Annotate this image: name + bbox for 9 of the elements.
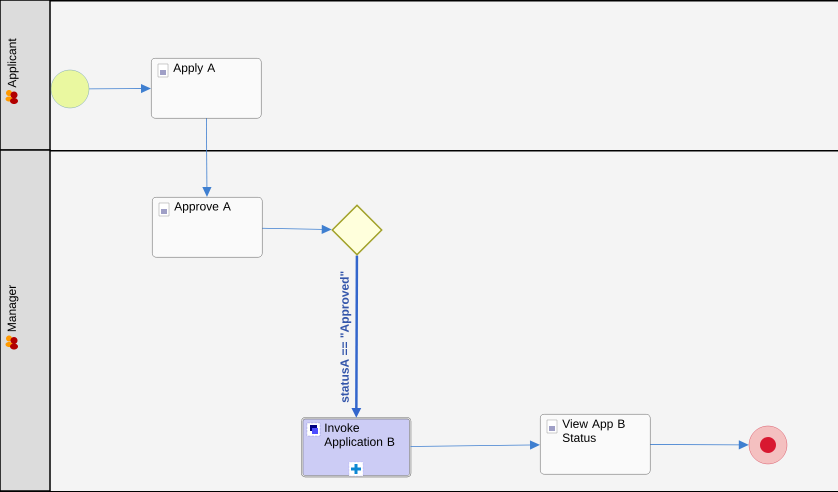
task-box: View App B Status: [540, 414, 650, 474]
end-event-circle: [748, 426, 788, 464]
task-box: Approve A: [152, 197, 262, 258]
start-event-circle: [50, 70, 90, 108]
lane-label: Applicant: [7, 38, 19, 88]
task-box: Invoke Application B: [301, 417, 412, 478]
lane-label: Manager: [8, 285, 18, 332]
edge-label: statusA == "Approved": [339, 270, 352, 404]
task-box: Apply A: [151, 58, 262, 118]
